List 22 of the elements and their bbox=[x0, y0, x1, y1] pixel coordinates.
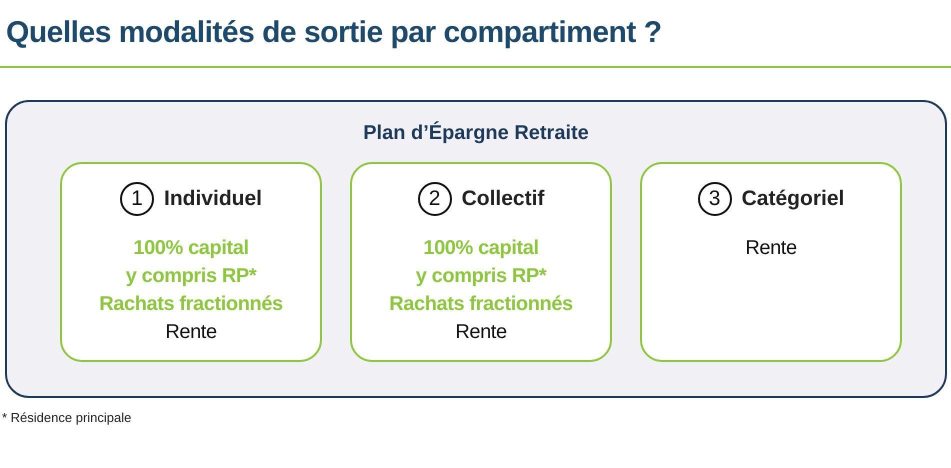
option-text: Rente bbox=[455, 320, 507, 345]
card-heading: Collectif bbox=[462, 187, 544, 211]
page-title: Quelles modalités de sortie par compartiment ? bbox=[6, 16, 662, 50]
option-text: Rente bbox=[745, 236, 797, 261]
number-circle: 2 bbox=[418, 182, 452, 216]
highlight-text: 100% capital bbox=[423, 236, 539, 261]
number-circle: 1 bbox=[120, 182, 154, 216]
highlight-text: Rachats fractionnés bbox=[389, 292, 573, 317]
highlight-text: y compris RP* bbox=[126, 264, 256, 289]
category-card bbox=[350, 162, 612, 362]
category-card bbox=[640, 162, 902, 362]
highlight-text: y compris RP* bbox=[416, 264, 546, 289]
footnote: * Résidence principale bbox=[2, 410, 132, 425]
card-heading: Individuel bbox=[164, 187, 262, 211]
number-circle: 3 bbox=[698, 182, 732, 216]
highlight-text: 100% capital bbox=[133, 236, 249, 261]
highlight-text: Rachats fractionnés bbox=[99, 292, 283, 317]
option-text: Rente bbox=[165, 320, 217, 345]
panel-background bbox=[5, 100, 947, 398]
panel-heading: Plan d’Épargne Retraite bbox=[363, 122, 589, 144]
card-heading: Catégoriel bbox=[742, 187, 844, 211]
category-card bbox=[60, 162, 322, 362]
